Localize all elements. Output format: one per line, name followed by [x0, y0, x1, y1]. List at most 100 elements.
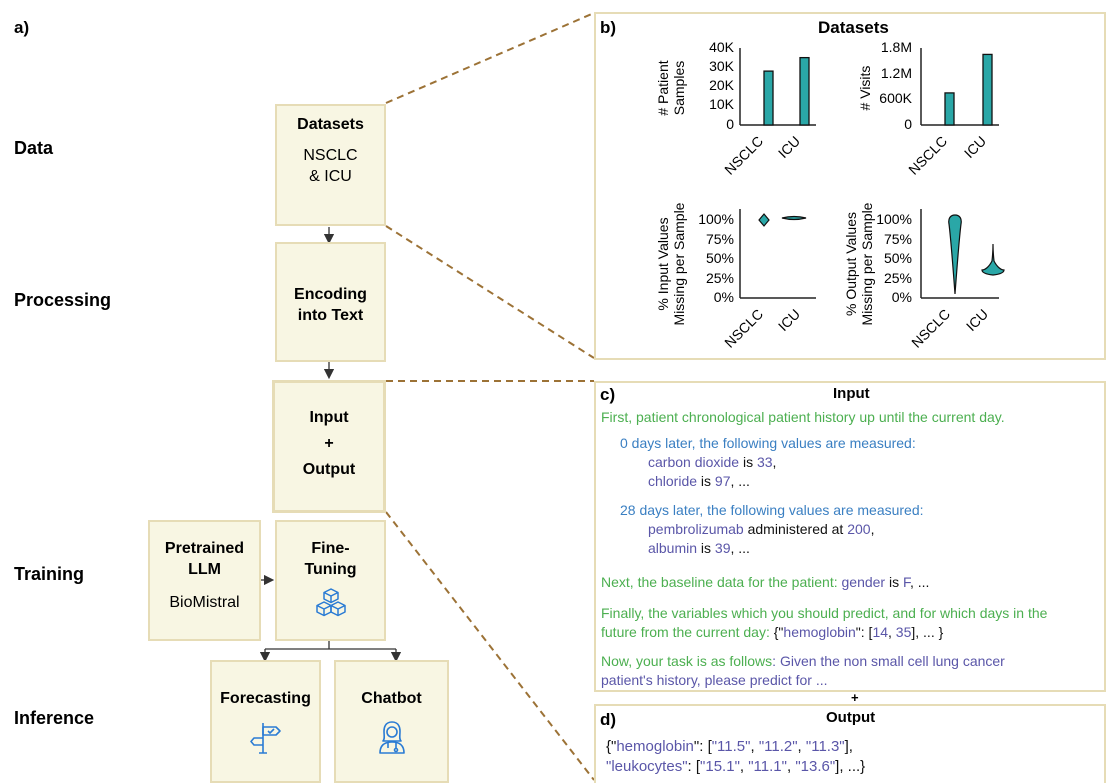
finetune-box: Fine- Tuning — [275, 520, 386, 641]
panel-b-charts: 0 10K 20K 30K 40K # Patient Samples NSCL… — [655, 39, 1005, 351]
input-line-2: 0 days later, the following values are m… — [620, 435, 916, 451]
input-line-3: carbon dioxide is 33, — [648, 454, 777, 470]
y-axis-label: # Patient — [655, 60, 671, 115]
input-line-12: patient's history, please predict for ..… — [601, 672, 828, 688]
panel-a-label: a) — [14, 18, 30, 37]
x-tick-label: NSCLC — [721, 306, 766, 351]
violin-nsclc — [948, 214, 962, 295]
y-axis-label: % Output Values — [843, 212, 859, 316]
panel-d-frame — [594, 704, 1106, 783]
tick-label: 50% — [884, 250, 912, 266]
chart-input-missing: 0% 25% 50% 75% 100% % Input Values Missi… — [655, 202, 816, 351]
violin-icu — [981, 243, 1005, 276]
bar-icu — [982, 53, 993, 126]
stage-inference-label: Inference — [14, 708, 95, 728]
input-line-1: First, patient chronological patient his… — [601, 409, 1005, 425]
output-title: Output — [826, 709, 876, 726]
tick-label: 75% — [884, 231, 912, 247]
x-tick-label: NSCLC — [721, 133, 766, 178]
io-line1: Input — [309, 409, 349, 426]
plus-sign: + — [851, 690, 859, 705]
pretrained-line2: LLM — [188, 561, 221, 578]
input-line-5: 28 days later, the following values are … — [620, 502, 924, 518]
datasets-sub2: & ICU — [309, 168, 352, 185]
input-output-box: Input + Output — [272, 380, 386, 513]
tick-label: 10K — [709, 96, 735, 112]
cubes-icon — [315, 588, 346, 617]
input-line-7: albumin is 39, ... — [648, 540, 750, 556]
output-line-2: "leukocytes": ["15.1", "11.1", "13.6"], … — [606, 758, 866, 775]
input-title: Input — [833, 385, 870, 402]
input-line-4: chloride is 97, ... — [648, 473, 750, 489]
input-line-10: future from the current day: {"hemoglobi… — [601, 624, 944, 640]
violin-nsclc — [758, 213, 770, 227]
datasets-sub1: NSCLC — [303, 147, 358, 164]
panel-b-label: b) — [600, 18, 617, 37]
y-axis-label: Missing per Sample — [671, 202, 687, 325]
tick-label: 0% — [892, 289, 912, 305]
x-tick-label: ICU — [963, 306, 991, 334]
tick-label: 30K — [709, 58, 735, 74]
tick-label: 50% — [706, 250, 734, 266]
x-tick-label: ICU — [775, 133, 803, 161]
output-line-1: {"hemoglobin": ["11.5", "11.2", "11.3"], — [606, 738, 853, 755]
forecasting-title: Forecasting — [220, 690, 311, 707]
y-axis-label: # Visits — [857, 66, 873, 111]
forecasting-box: Forecasting — [210, 660, 321, 783]
encoding-box: Encoding into Text — [275, 242, 386, 362]
panel-b-frame — [594, 12, 1106, 360]
x-tick-label: NSCLC — [905, 133, 950, 178]
encoding-line2: into Text — [297, 307, 364, 324]
input-line-6: pembrolizumab administered at 200, — [648, 521, 875, 537]
zoom-line — [385, 511, 595, 781]
tick-label: 25% — [706, 270, 734, 286]
tick-label: 75% — [706, 231, 734, 247]
violin-icu — [781, 215, 807, 221]
bar-icu — [799, 56, 810, 126]
bar-nsclc — [944, 92, 955, 126]
tick-label: 1.2M — [881, 65, 912, 81]
zoom-line — [385, 12, 595, 104]
pretrained-llm-box: Pretrained LLM BioMistral — [148, 520, 261, 641]
panel-d-label: d) — [600, 710, 617, 729]
tick-label: 0 — [904, 116, 912, 132]
input-line-8: Next, the baseline data for the patient:… — [601, 574, 930, 590]
bar-nsclc — [763, 70, 774, 126]
tick-label: 20K — [709, 77, 735, 93]
datasets-title: Datasets — [297, 116, 364, 133]
y-axis-label: Missing per Sample — [859, 202, 875, 325]
stage-processing-label: Processing — [14, 290, 112, 310]
chatbot-box: Chatbot — [334, 660, 449, 783]
y-axis-label: Samples — [671, 61, 687, 115]
pretrained-line1: Pretrained — [164, 540, 245, 557]
signpost-icon — [249, 723, 281, 754]
tick-label: 100% — [698, 211, 734, 227]
io-line3: Output — [302, 461, 356, 478]
tick-label: 0 — [726, 116, 734, 132]
io-line2: + — [324, 435, 334, 452]
chart-output-missing: 0% 25% 50% 75% 100% % Output Values Miss… — [843, 202, 1005, 351]
x-tick-label: ICU — [775, 306, 803, 334]
datasets-box: Datasets NSCLC & ICU — [275, 104, 386, 226]
input-line-9: Finally, the variables which you should … — [601, 605, 1048, 621]
encoding-line1: Encoding — [294, 286, 367, 303]
pretrained-sub: BioMistral — [169, 594, 240, 611]
y-axis-label: % Input Values — [655, 217, 671, 310]
zoom-line — [385, 225, 595, 359]
chart-visits: 0 600K 1.2M 1.8M # Visits NSCLC ICU — [857, 39, 999, 178]
input-line-11: Now, your task is as follows: Given the … — [601, 653, 1005, 669]
doctor-icon — [378, 721, 405, 754]
tick-label: 1.8M — [881, 39, 912, 55]
tick-label: 100% — [876, 211, 912, 227]
panel-c-label: c) — [600, 385, 616, 404]
stage-data-label: Data — [14, 138, 54, 158]
x-tick-label: NSCLC — [908, 306, 953, 351]
tick-label: 40K — [709, 39, 735, 55]
tick-label: 600K — [879, 90, 912, 106]
finetune-line1: Fine- — [311, 540, 350, 557]
tick-label: 25% — [884, 270, 912, 286]
stage-training-label: Training — [14, 564, 85, 584]
x-tick-label: ICU — [961, 133, 989, 161]
tick-label: 0% — [714, 289, 734, 305]
